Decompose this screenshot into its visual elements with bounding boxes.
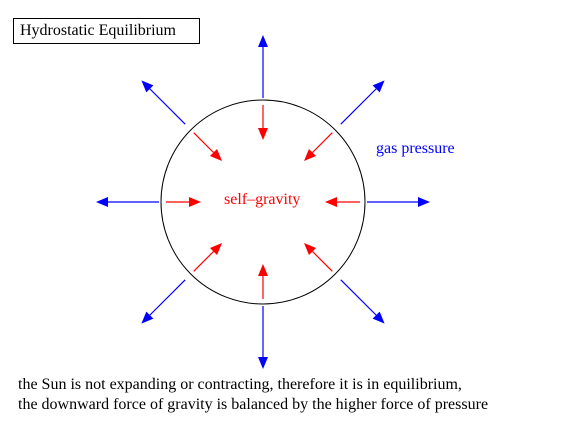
caption-line-2: the downward force of gravity is balance… [18, 396, 489, 413]
gas-pressure-label: gas pressure [376, 140, 455, 157]
pressure-arrow-up-left [141, 80, 186, 125]
gravity-arrow-up-right [304, 132, 333, 161]
pressure-arrow-up [258, 35, 268, 98]
gravity-arrow-down [258, 264, 268, 299]
pressure-arrow-down [258, 306, 268, 369]
self-gravity-arrows [166, 105, 360, 299]
pressure-arrow-down-left [141, 279, 186, 324]
gravity-arrow-right [325, 197, 360, 207]
pressure-arrow-left [96, 197, 159, 207]
gravity-arrow-left [166, 197, 201, 207]
gravity-arrow-down-left [193, 243, 222, 272]
gravity-arrow-down-right [304, 243, 333, 272]
caption-line-1: the Sun is not expanding or contracting,… [18, 376, 462, 393]
gravity-arrow-up [258, 105, 268, 140]
pressure-arrow-up-right [340, 80, 385, 125]
sun-circle [160, 99, 366, 305]
explanation-caption: the Sun is not expanding or contracting,… [18, 375, 488, 415]
gas-pressure-arrows [96, 35, 430, 369]
pressure-arrow-right [367, 197, 430, 207]
self-gravity-label: self–gravity [224, 191, 301, 208]
pressure-arrow-down-right [340, 279, 385, 324]
diagram-title: Hydrostatic Equilibrium [13, 18, 200, 44]
gravity-arrow-up-left [193, 132, 222, 161]
